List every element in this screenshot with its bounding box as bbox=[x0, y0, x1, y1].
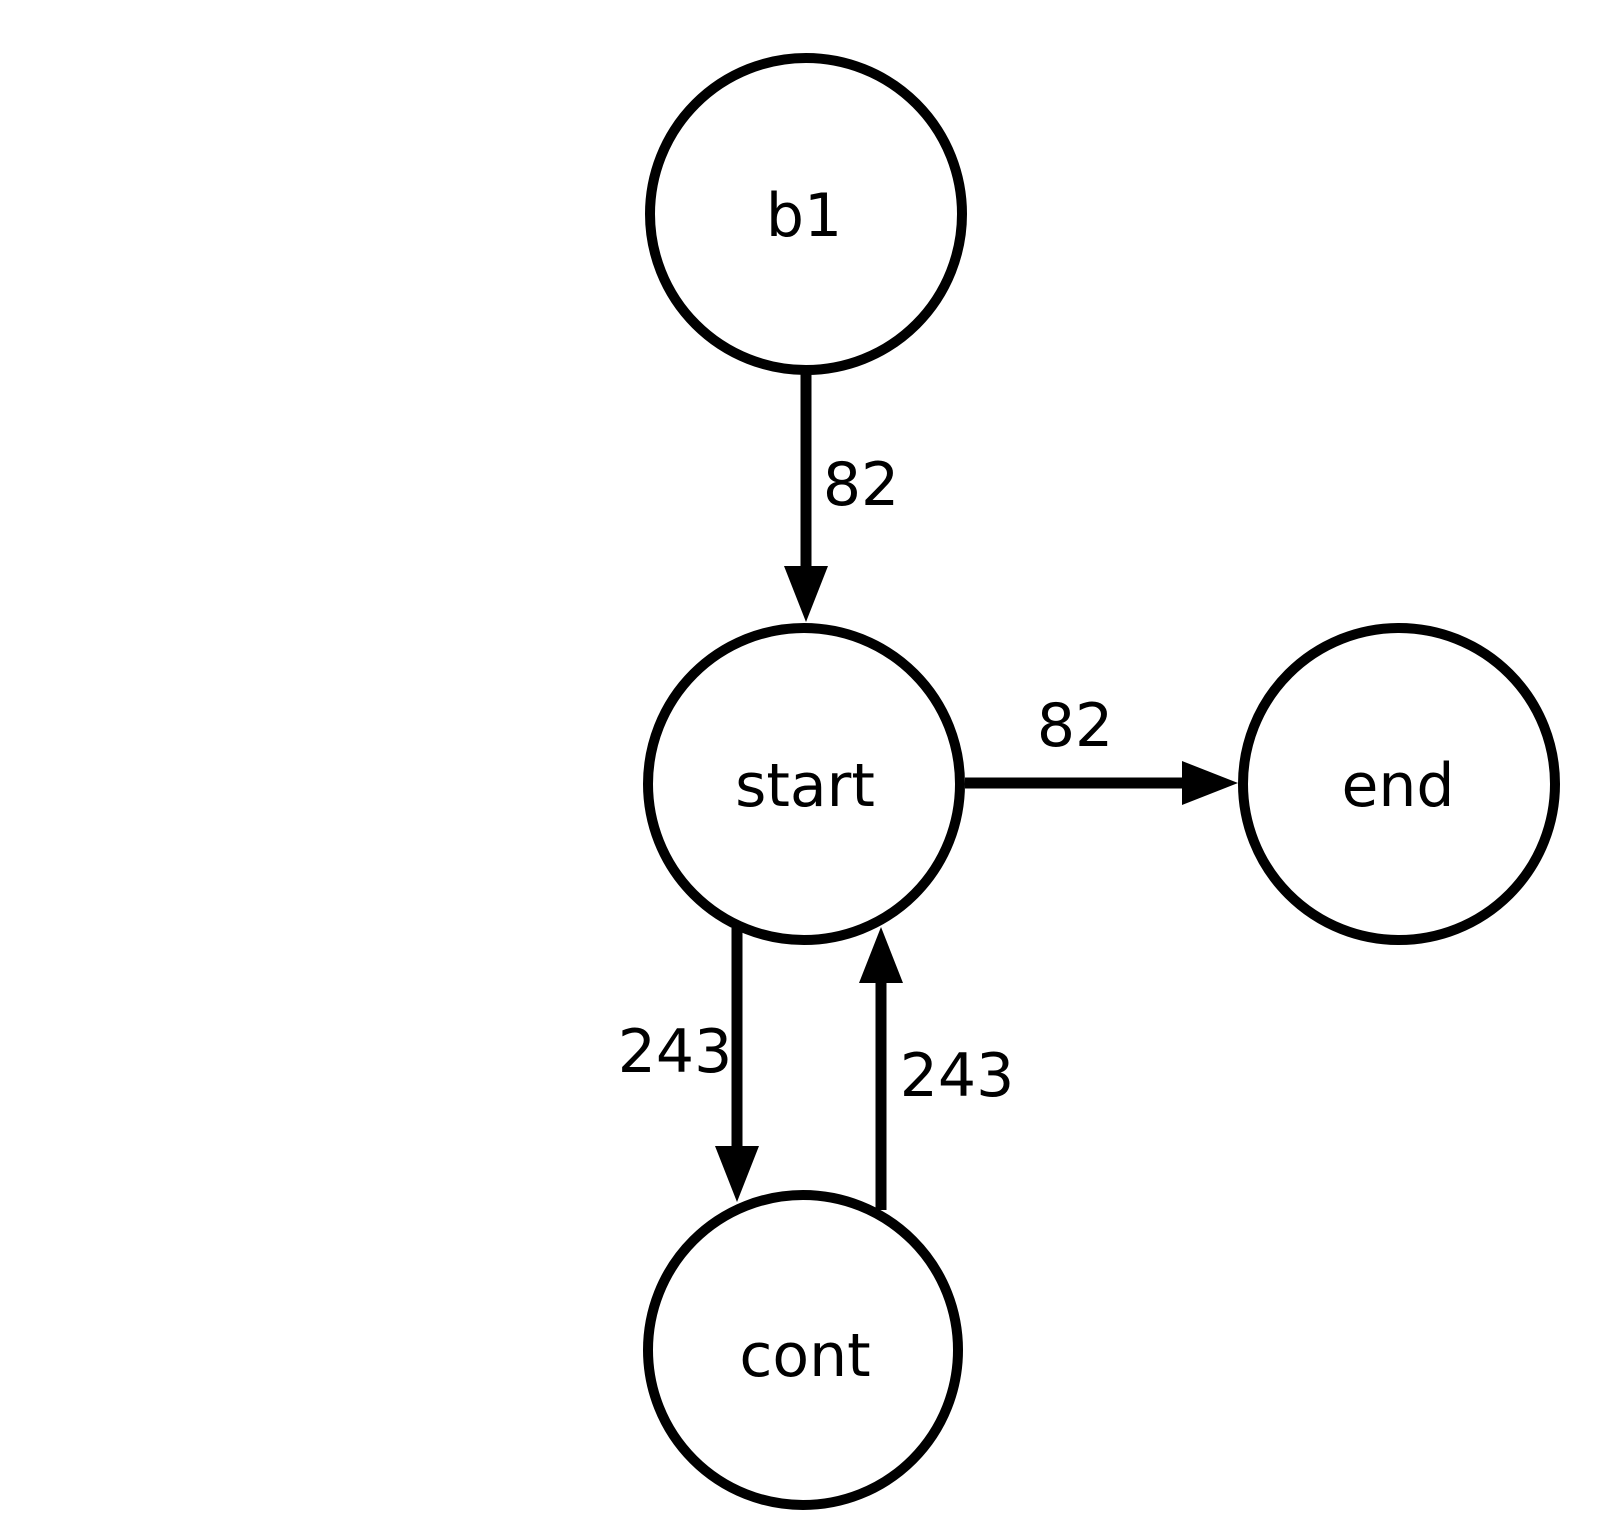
edge-b1-start-label: 82 bbox=[823, 450, 899, 520]
edge-start-cont-label: 243 bbox=[618, 1017, 733, 1087]
node-end-label: end bbox=[1341, 751, 1454, 821]
edge-start-end-label: 82 bbox=[1037, 691, 1113, 761]
arrowhead-icon bbox=[784, 566, 828, 622]
edge-start-cont: 243 bbox=[618, 928, 759, 1202]
edge-cont-start: 243 bbox=[859, 927, 1014, 1210]
node-cont-label: cont bbox=[739, 1321, 870, 1391]
node-start: start bbox=[643, 623, 965, 945]
arrowhead-icon bbox=[1182, 761, 1238, 805]
node-start-circle bbox=[643, 623, 965, 945]
node-b1-circle bbox=[645, 53, 967, 375]
node-b1: b1 bbox=[645, 53, 967, 375]
edge-start-end: 82 bbox=[965, 691, 1238, 805]
node-start-label: start bbox=[735, 751, 875, 821]
node-b1-label: b1 bbox=[766, 181, 842, 251]
arrowhead-icon bbox=[715, 1146, 759, 1202]
edge-b1-start: 82 bbox=[784, 374, 899, 622]
node-end-circle bbox=[1238, 623, 1560, 945]
node-cont-circle bbox=[643, 1190, 963, 1510]
node-cont: cont bbox=[643, 1190, 963, 1510]
edge-cont-start-label: 243 bbox=[900, 1041, 1015, 1111]
arrowhead-icon bbox=[859, 927, 903, 983]
node-end: end bbox=[1238, 623, 1560, 945]
